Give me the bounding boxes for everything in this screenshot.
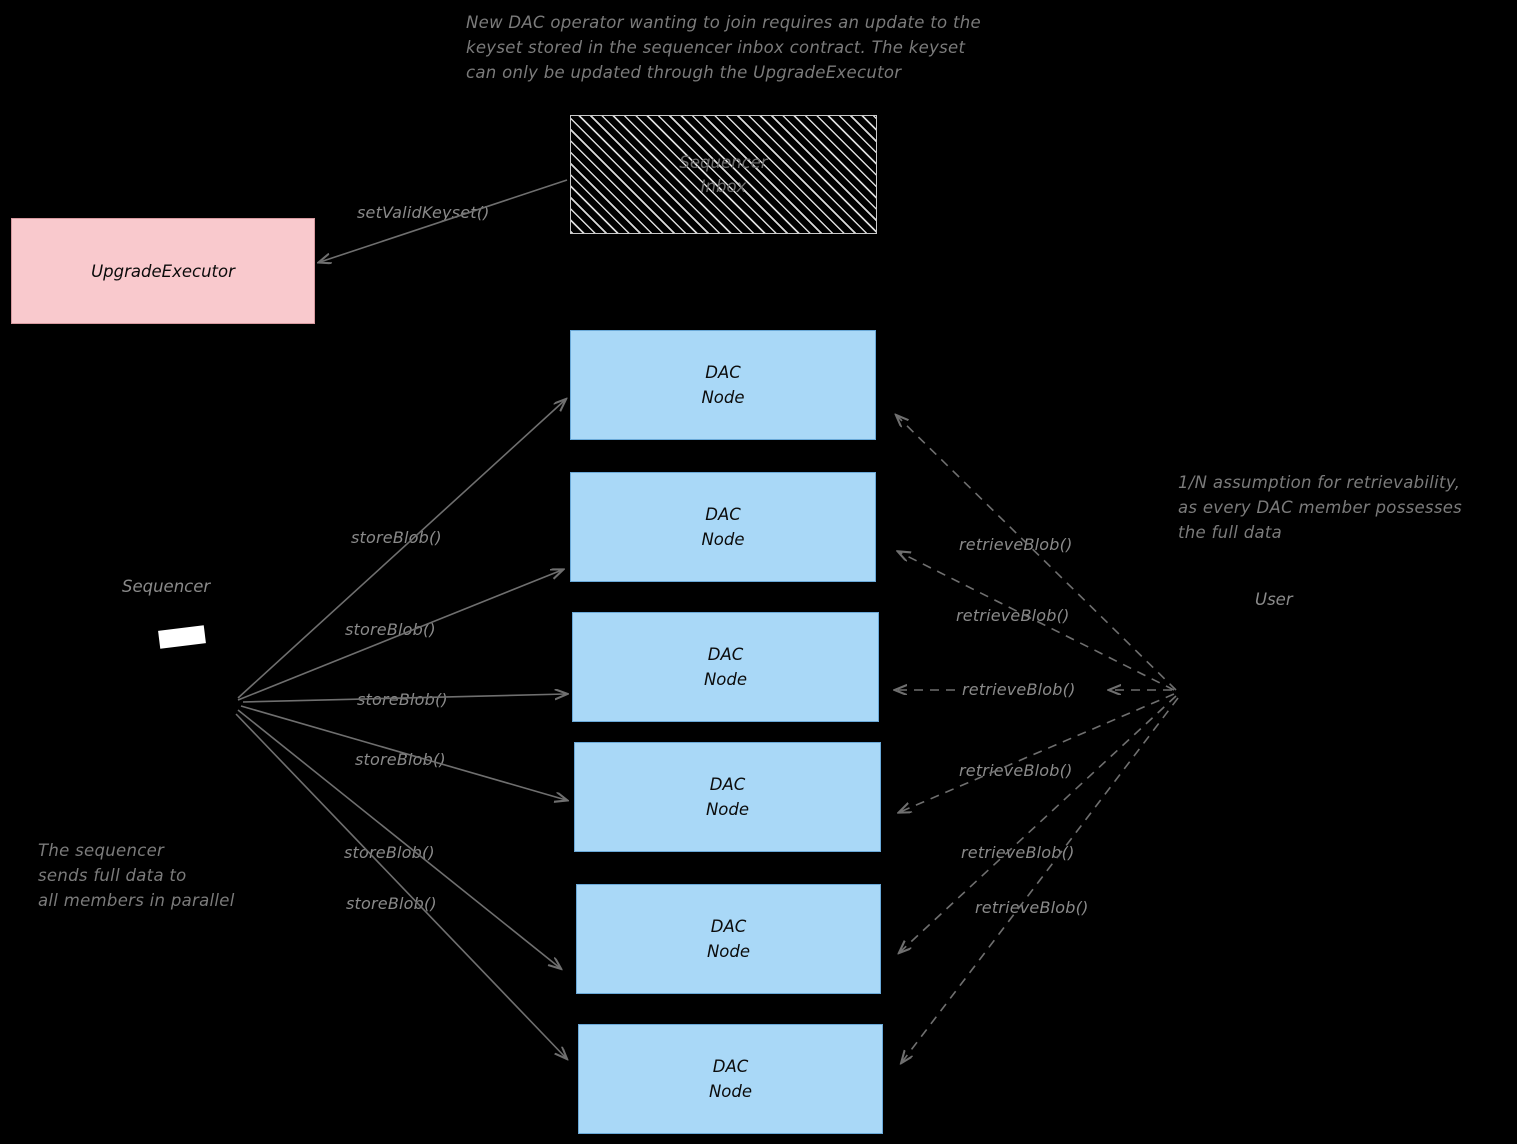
edge-label-retrieveblob-6: retrieveBlob() <box>975 898 1089 917</box>
dac-node-6[interactable]: DAC Node <box>578 1024 883 1134</box>
edge-retrieveblob-4 <box>900 693 1175 812</box>
edge-label-storeblob-6: storeBlob() <box>346 894 437 913</box>
user-actor-label: User <box>1255 590 1293 609</box>
edge-label-storeblob-2: storeBlob() <box>345 620 436 639</box>
edge-label-retrieveblob-5: retrieveBlob() <box>961 843 1075 862</box>
dac-node-4[interactable]: DAC Node <box>574 742 881 852</box>
note-sequencer-parallel: The sequencer sends full data to all mem… <box>38 841 235 910</box>
edge-label-retrieveblob-1: retrieveBlob() <box>959 535 1073 554</box>
sequencer-actor-label: Sequencer <box>122 577 211 596</box>
dac-node-2[interactable]: DAC Node <box>570 472 876 582</box>
edge-label-storeblob-3: storeBlob() <box>357 690 448 709</box>
edge-label-storeblob-4: storeBlob() <box>355 750 446 769</box>
edge-label-storeblob-5: storeBlob() <box>344 843 435 862</box>
note-retrievability: 1/N assumption for retrievability, as ev… <box>1178 473 1463 542</box>
sequencer-actor-icon <box>158 625 206 649</box>
sequencer-inbox-box[interactable]: Sequencer Inbox <box>570 115 877 234</box>
edge-retrieveblob-6 <box>902 697 1179 1062</box>
upgrade-executor-box[interactable]: UpgradeExecutor <box>11 218 315 324</box>
edge-label-retrieveblob-4: retrieveBlob() <box>959 761 1073 780</box>
dac-node-1[interactable]: DAC Node <box>570 330 876 440</box>
edge-label-storeblob-1: storeBlob() <box>351 528 442 547</box>
note-keyset-update: New DAC operator wanting to join require… <box>466 13 981 82</box>
edge-label-retrieveblob-3: retrieveBlob() <box>958 680 1080 699</box>
edge-label-retrieveblob-2: retrieveBlob() <box>956 606 1070 625</box>
edge-storeblob-1 <box>237 400 565 699</box>
dac-node-5[interactable]: DAC Node <box>576 884 881 994</box>
edge-label-setvalidkeyset: setValidKeyset() <box>357 203 490 222</box>
dac-node-3[interactable]: DAC Node <box>572 612 879 722</box>
